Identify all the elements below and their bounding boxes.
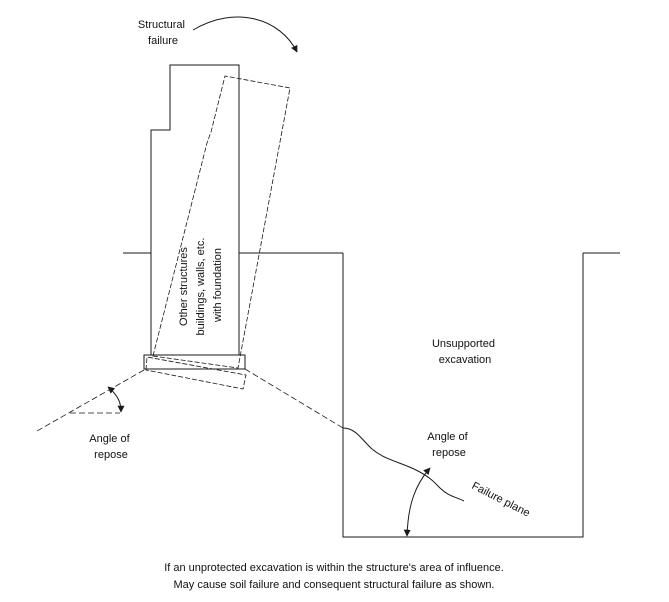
- caption-line-1: If an unprotected excavation is within t…: [164, 562, 504, 574]
- angle-of-repose-left-label: Angle of repose: [89, 433, 132, 461]
- structural-failure-arrow: [192, 16, 298, 53]
- foundation: [143, 354, 246, 370]
- right-angle-arc: [403, 467, 431, 537]
- failure-line-upper: [244, 368, 344, 429]
- caption-line-2: May cause soil failure and consequent st…: [173, 579, 494, 591]
- excavation-outline: [342, 253, 584, 538]
- failure-plane-label: Failure plane: [470, 480, 532, 520]
- angle-of-repose-right-label: Angle of repose: [427, 431, 470, 459]
- structure-label: Other structures buildings, walls, etc. …: [178, 235, 224, 336]
- left-angle-arc: [107, 386, 125, 413]
- tilted-foundation: [145, 356, 247, 390]
- structural-failure-label: Structural failure: [138, 19, 188, 47]
- tilted-structure-outline: [152, 75, 291, 369]
- left-repose-line: [36, 369, 145, 432]
- excavation-label: Unsupported excavation: [432, 338, 498, 366]
